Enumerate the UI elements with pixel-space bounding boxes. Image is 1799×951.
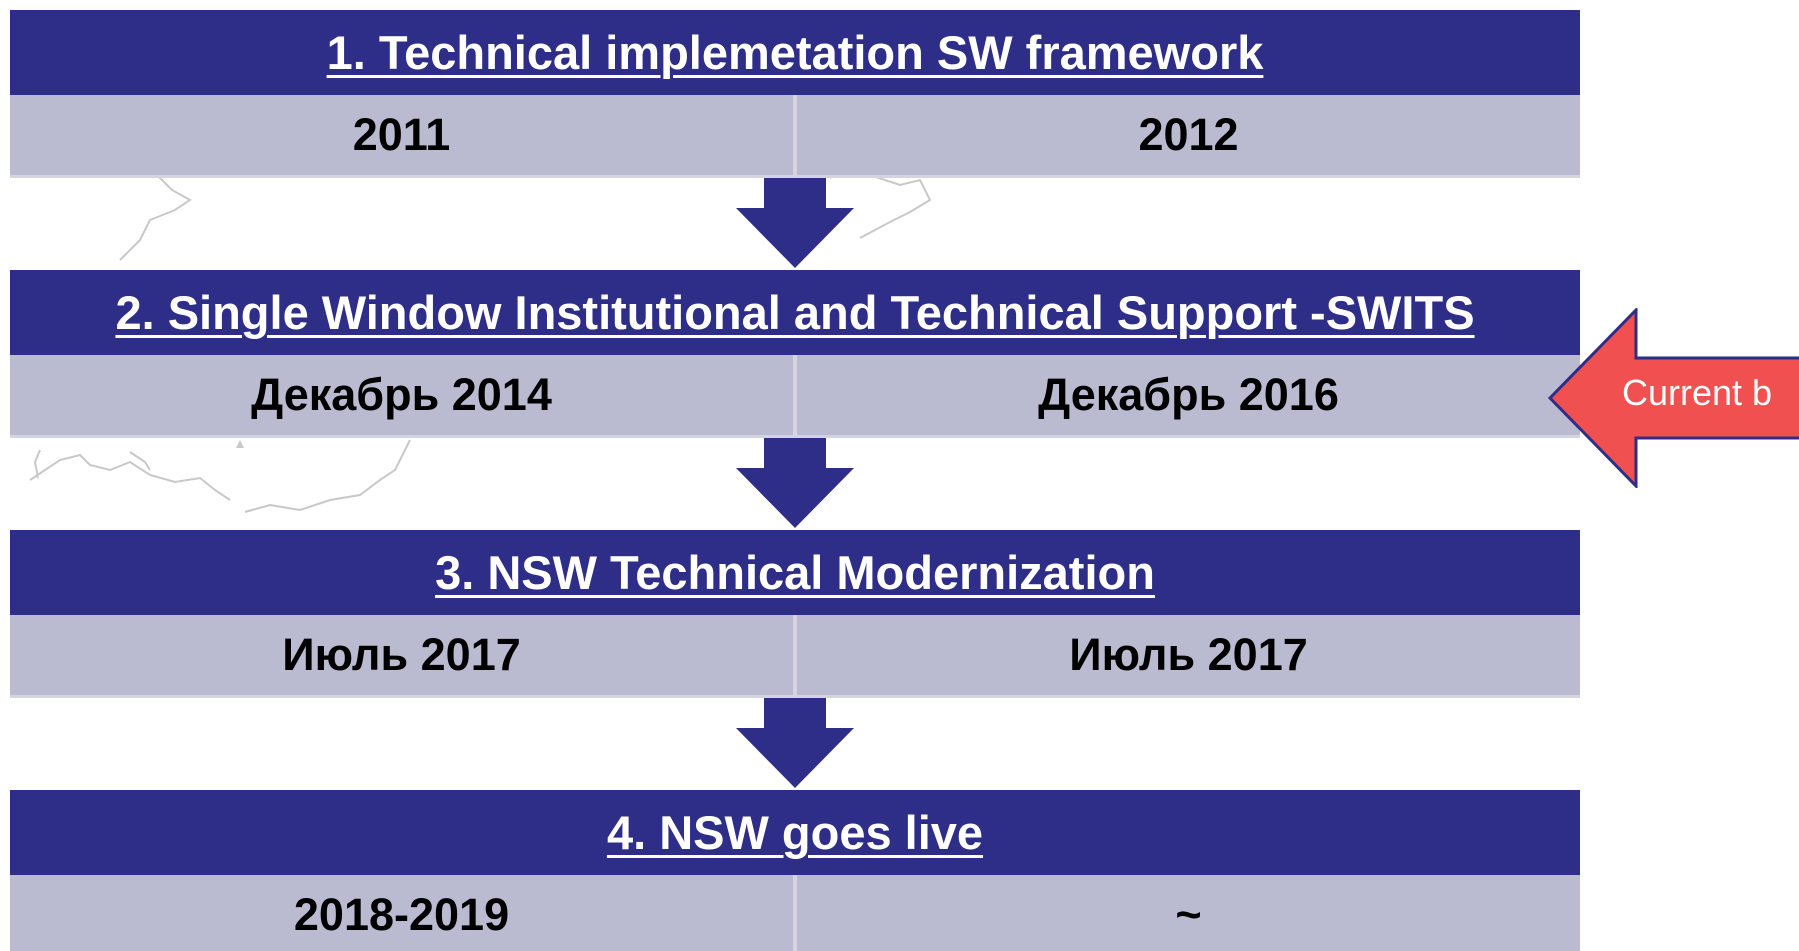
stage-2-end-date: Декабрь 2016	[1038, 369, 1339, 420]
stage-3: 3. NSW Technical Modernization Июль 2017…	[10, 530, 1580, 698]
current-stage-left-arrow-icon	[1548, 308, 1799, 488]
stage-3-dates: Июль 2017 Июль 2017	[10, 615, 1580, 698]
stage-1-title: 1. Technical implemetation SW framework	[326, 26, 1264, 79]
stage-4: 4. NSW goes live 2018-2019 ~	[10, 790, 1580, 951]
stage-2-start-date: Декабрь 2014	[10, 355, 797, 435]
stage-4-header: 4. NSW goes live	[10, 790, 1580, 875]
down-arrow-icon	[736, 178, 854, 268]
stage-2-title: 2. Single Window Institutional and Techn…	[115, 286, 1475, 339]
stage-4-title: 4. NSW goes live	[606, 806, 984, 859]
stage-1: 1. Technical implemetation SW framework …	[10, 10, 1580, 178]
stage-2-header: 2. Single Window Institutional and Techn…	[10, 270, 1580, 355]
stage-3-title: 3. NSW Technical Modernization	[435, 546, 1155, 599]
stage-3-end-date: Июль 2017	[1069, 629, 1308, 680]
down-arrow-icon	[736, 698, 854, 788]
stage-2: 2. Single Window Institutional and Techn…	[10, 270, 1580, 438]
stage-2-dates: Декабрь 2014 Декабрь 2016	[10, 355, 1580, 438]
stage-3-start-date: Июль 2017	[10, 615, 797, 695]
stage-4-end-date: ~	[1175, 889, 1202, 940]
stage-1-start-date: 2011	[10, 95, 797, 175]
stage-4-dates: 2018-2019 ~	[10, 875, 1580, 951]
stage-1-header: 1. Technical implemetation SW framework	[10, 10, 1580, 95]
current-stage-label: Current b	[1622, 372, 1773, 413]
down-arrow-icon	[736, 438, 854, 528]
stage-3-header: 3. NSW Technical Modernization	[10, 530, 1580, 615]
stage-1-dates: 2011 2012	[10, 95, 1580, 178]
stage-4-start-date: 2018-2019	[10, 875, 797, 951]
stage-1-end-date: 2012	[1138, 109, 1239, 160]
